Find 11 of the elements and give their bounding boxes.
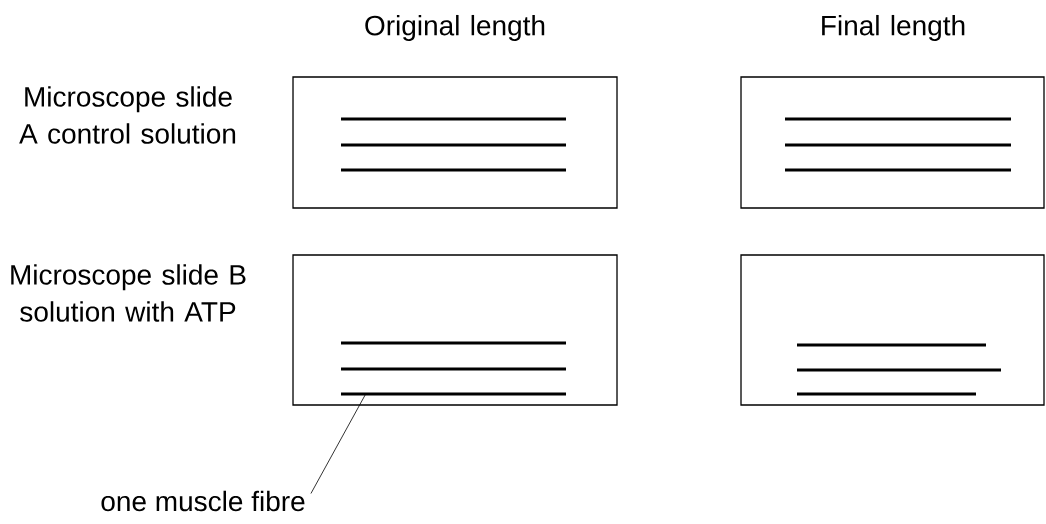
fibre-line: [341, 392, 566, 396]
column-heading: Original length: [365, 14, 545, 42]
leader-line: [310, 393, 367, 494]
column-heading: Final length: [822, 14, 965, 42]
slide-box: [740, 76, 1045, 209]
slide-box: [292, 76, 618, 209]
row-label: Microscope slide B solution with ATP: [11, 264, 246, 322]
fibre-label: one muscle fibre: [101, 490, 305, 512]
slide-box: [740, 254, 1045, 406]
slide-box: [292, 254, 618, 406]
row-label: Microscope slide A control solution: [19, 86, 236, 144]
